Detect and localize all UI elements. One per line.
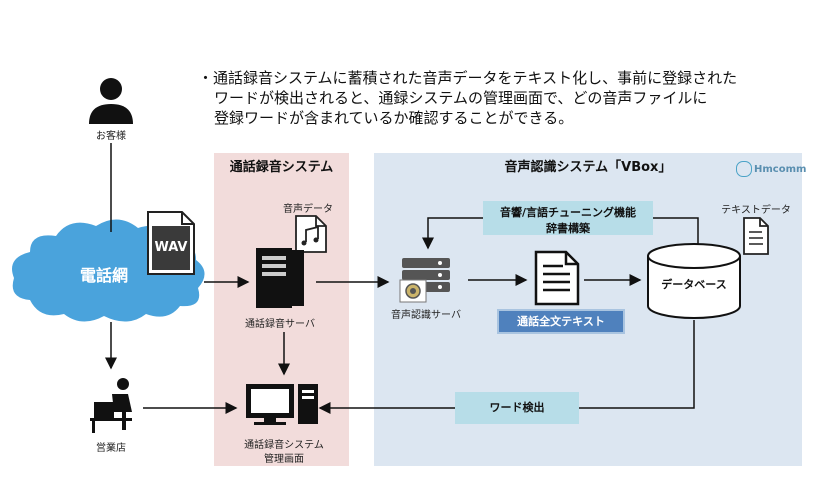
hmcomm-logo-icon	[736, 161, 752, 177]
text-data-label: テキストデータ	[721, 205, 791, 216]
branch-label: 営業店	[96, 443, 126, 454]
customer-label: お客様	[96, 131, 126, 142]
recording-server-icon	[256, 248, 304, 308]
text-data-file-icon	[743, 217, 769, 255]
admin-computer-icon	[246, 384, 318, 425]
description-line-1: ・通話録音システムに蓄積された音声データをテキスト化し、事前に登録された	[198, 69, 738, 87]
fulltext-box: 通話全文テキスト	[497, 309, 625, 334]
vbox-system-title: 音声認識システム「VBox」	[504, 160, 672, 175]
database-icon	[647, 243, 741, 319]
tuning-box-line-1: 音響/言語チューニング機能	[499, 206, 637, 219]
recording-server-label: 通話録音サーバ	[245, 319, 315, 330]
phone-network-label: 電話網	[79, 266, 128, 285]
word-detection-box: ワード検出	[455, 392, 579, 424]
hmcomm-logo: Hmcomm	[736, 161, 806, 177]
text-document-icon	[534, 250, 580, 306]
word-detection-arrow	[318, 320, 695, 414]
customer-icon	[89, 78, 133, 124]
audio-data-label: 音声データ	[283, 204, 333, 215]
recognition-server-icon	[399, 258, 450, 303]
recognition-server-label: 音声認識サーバ	[391, 310, 461, 321]
description: ・通話録音システムに蓄積された音声データをテキスト化し、事前に登録された ワード…	[198, 68, 818, 128]
audio-file-icon	[295, 215, 327, 253]
tuning-function-box: 音響/言語チューニング機能 辞書構築	[483, 201, 653, 235]
database-label: データベース	[661, 278, 727, 291]
recording-system-title: 通話録音システム	[229, 160, 334, 175]
wav-label: WAV	[154, 240, 188, 255]
description-line-3: 登録ワードが含まれているか確認することができる。	[214, 109, 574, 127]
admin-screen-label-1: 通話録音システム	[244, 440, 324, 451]
branch-worker-icon	[90, 378, 132, 433]
hmcomm-logo-text: Hmcomm	[754, 164, 807, 175]
admin-screen-label-2: 管理画面	[264, 454, 304, 465]
description-line-2: ワードが検出されると、通録システムの管理画面で、どの音声ファイルに	[214, 89, 708, 107]
wav-file-icon	[147, 211, 195, 275]
tuning-box-line-2: 辞書構築	[546, 222, 590, 235]
